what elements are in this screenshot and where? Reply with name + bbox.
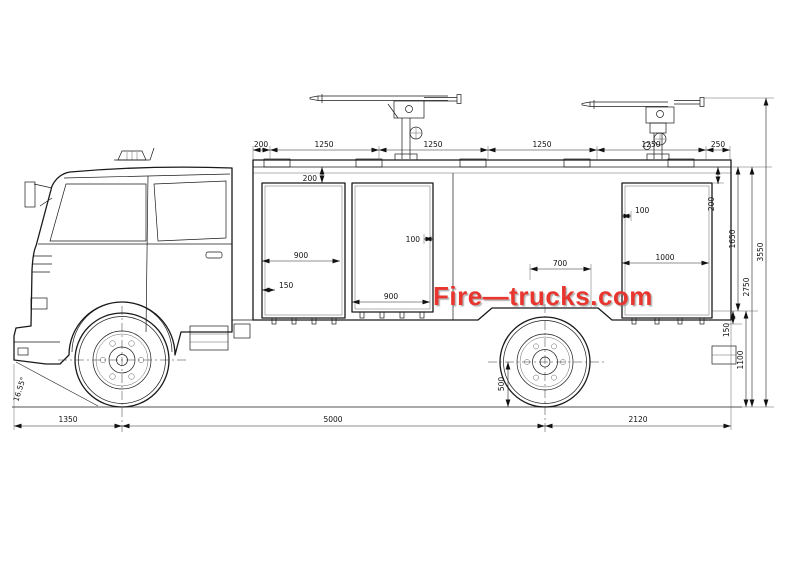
dim-inner-100b: 100 — [635, 206, 650, 215]
door-window — [153, 180, 227, 242]
dim-top-1: 1250 — [314, 140, 333, 149]
dim-right-2750: 2750 — [742, 277, 751, 296]
rear-wheel — [488, 304, 604, 432]
dim-inner-100a: 100 — [406, 235, 421, 244]
dimension-chain-top: 200 1250 1250 1250 1250 250 — [252, 140, 731, 160]
dim-right-150: 150 — [722, 323, 731, 338]
dim-top-5: 250 — [711, 140, 726, 149]
dim-top-0: 200 — [254, 140, 269, 149]
dim-inner-200: 200 — [303, 174, 318, 183]
watermark: Fire—trucks.com — [433, 281, 653, 311]
compartment-1 — [261, 182, 346, 325]
dim-inner-900a: 900 — [294, 251, 309, 260]
door-handle — [205, 251, 223, 259]
dim-bottom-2: 2120 — [628, 415, 647, 424]
dim-top-4: 1250 — [641, 140, 660, 149]
compartment-3 — [621, 182, 713, 325]
dim-inner-1000: 1000 — [655, 253, 674, 262]
approach-angle-line — [15, 361, 99, 407]
side-mirror — [24, 181, 53, 208]
front-side-window — [49, 183, 147, 242]
compartment-2 — [351, 182, 434, 319]
monitor-right — [581, 97, 705, 161]
front-wheel — [58, 306, 186, 432]
beacon-light — [114, 147, 155, 161]
dim-bottom-0: 1350 — [58, 415, 77, 424]
dim-right-200: 200 — [707, 197, 716, 212]
dim-top-2: 1250 — [423, 140, 442, 149]
dim-right-500: 500 — [497, 377, 506, 392]
headlight — [30, 297, 48, 310]
dim-right-1650: 1650 — [728, 229, 737, 248]
deck-pads — [263, 158, 695, 168]
fog-lamp — [17, 347, 29, 356]
dim-top-3: 1250 — [532, 140, 551, 149]
dimension-chain-bottom: 1350 5000 2120 — [13, 320, 732, 430]
dim-right-3550: 3550 — [756, 242, 765, 261]
dim-right-1100: 1100 — [736, 350, 745, 369]
dimension-chains-right: 200 1650 2750 3550 150 1100 500 — [497, 97, 774, 408]
dim-inner-700: 700 — [553, 259, 568, 268]
truck-cab — [13, 166, 253, 365]
dim-inner-900b: 900 — [384, 292, 399, 301]
dim-inner-150: 150 — [279, 281, 294, 290]
cab-step-box — [189, 325, 229, 351]
dim-bottom-1: 5000 — [323, 415, 342, 424]
chassis-box — [233, 323, 251, 339]
